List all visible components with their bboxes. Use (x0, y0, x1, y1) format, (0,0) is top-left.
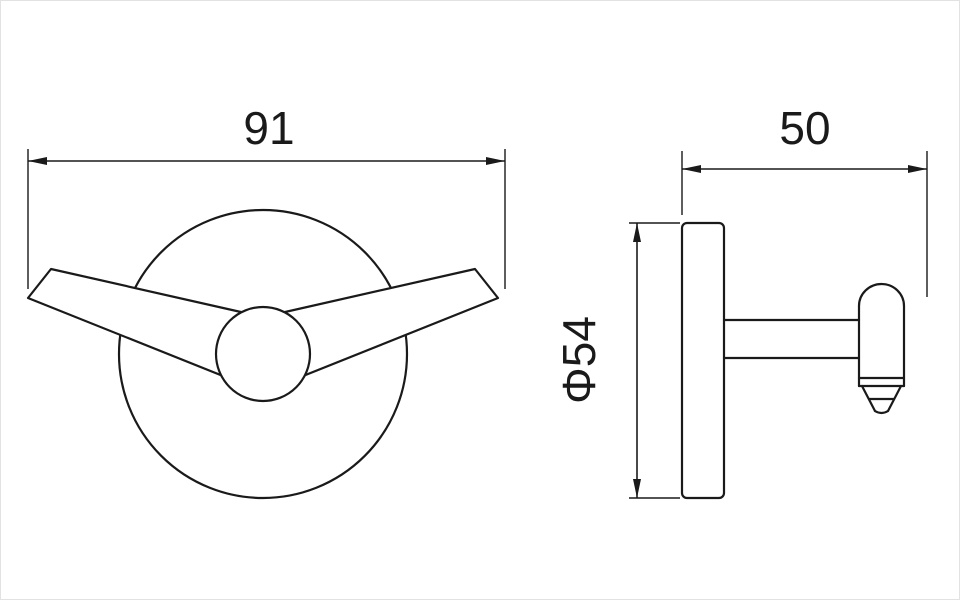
tip-end-arc (873, 409, 890, 415)
width-dimension-label: 91 (243, 102, 294, 154)
mounting-plate-side (680, 221, 726, 500)
side-view: 50 Φ54 (553, 102, 928, 500)
front-view: 91 (26, 102, 506, 500)
diameter-dimension: Φ54 (553, 222, 680, 499)
depth-dimension-label: 50 (779, 102, 830, 154)
hook-dome (857, 282, 906, 308)
depth-dimension: 50 (681, 102, 928, 297)
hub-circle (214, 305, 312, 403)
diameter-dimension-label: Φ54 (553, 316, 605, 404)
width-dimension: 91 (27, 102, 506, 289)
